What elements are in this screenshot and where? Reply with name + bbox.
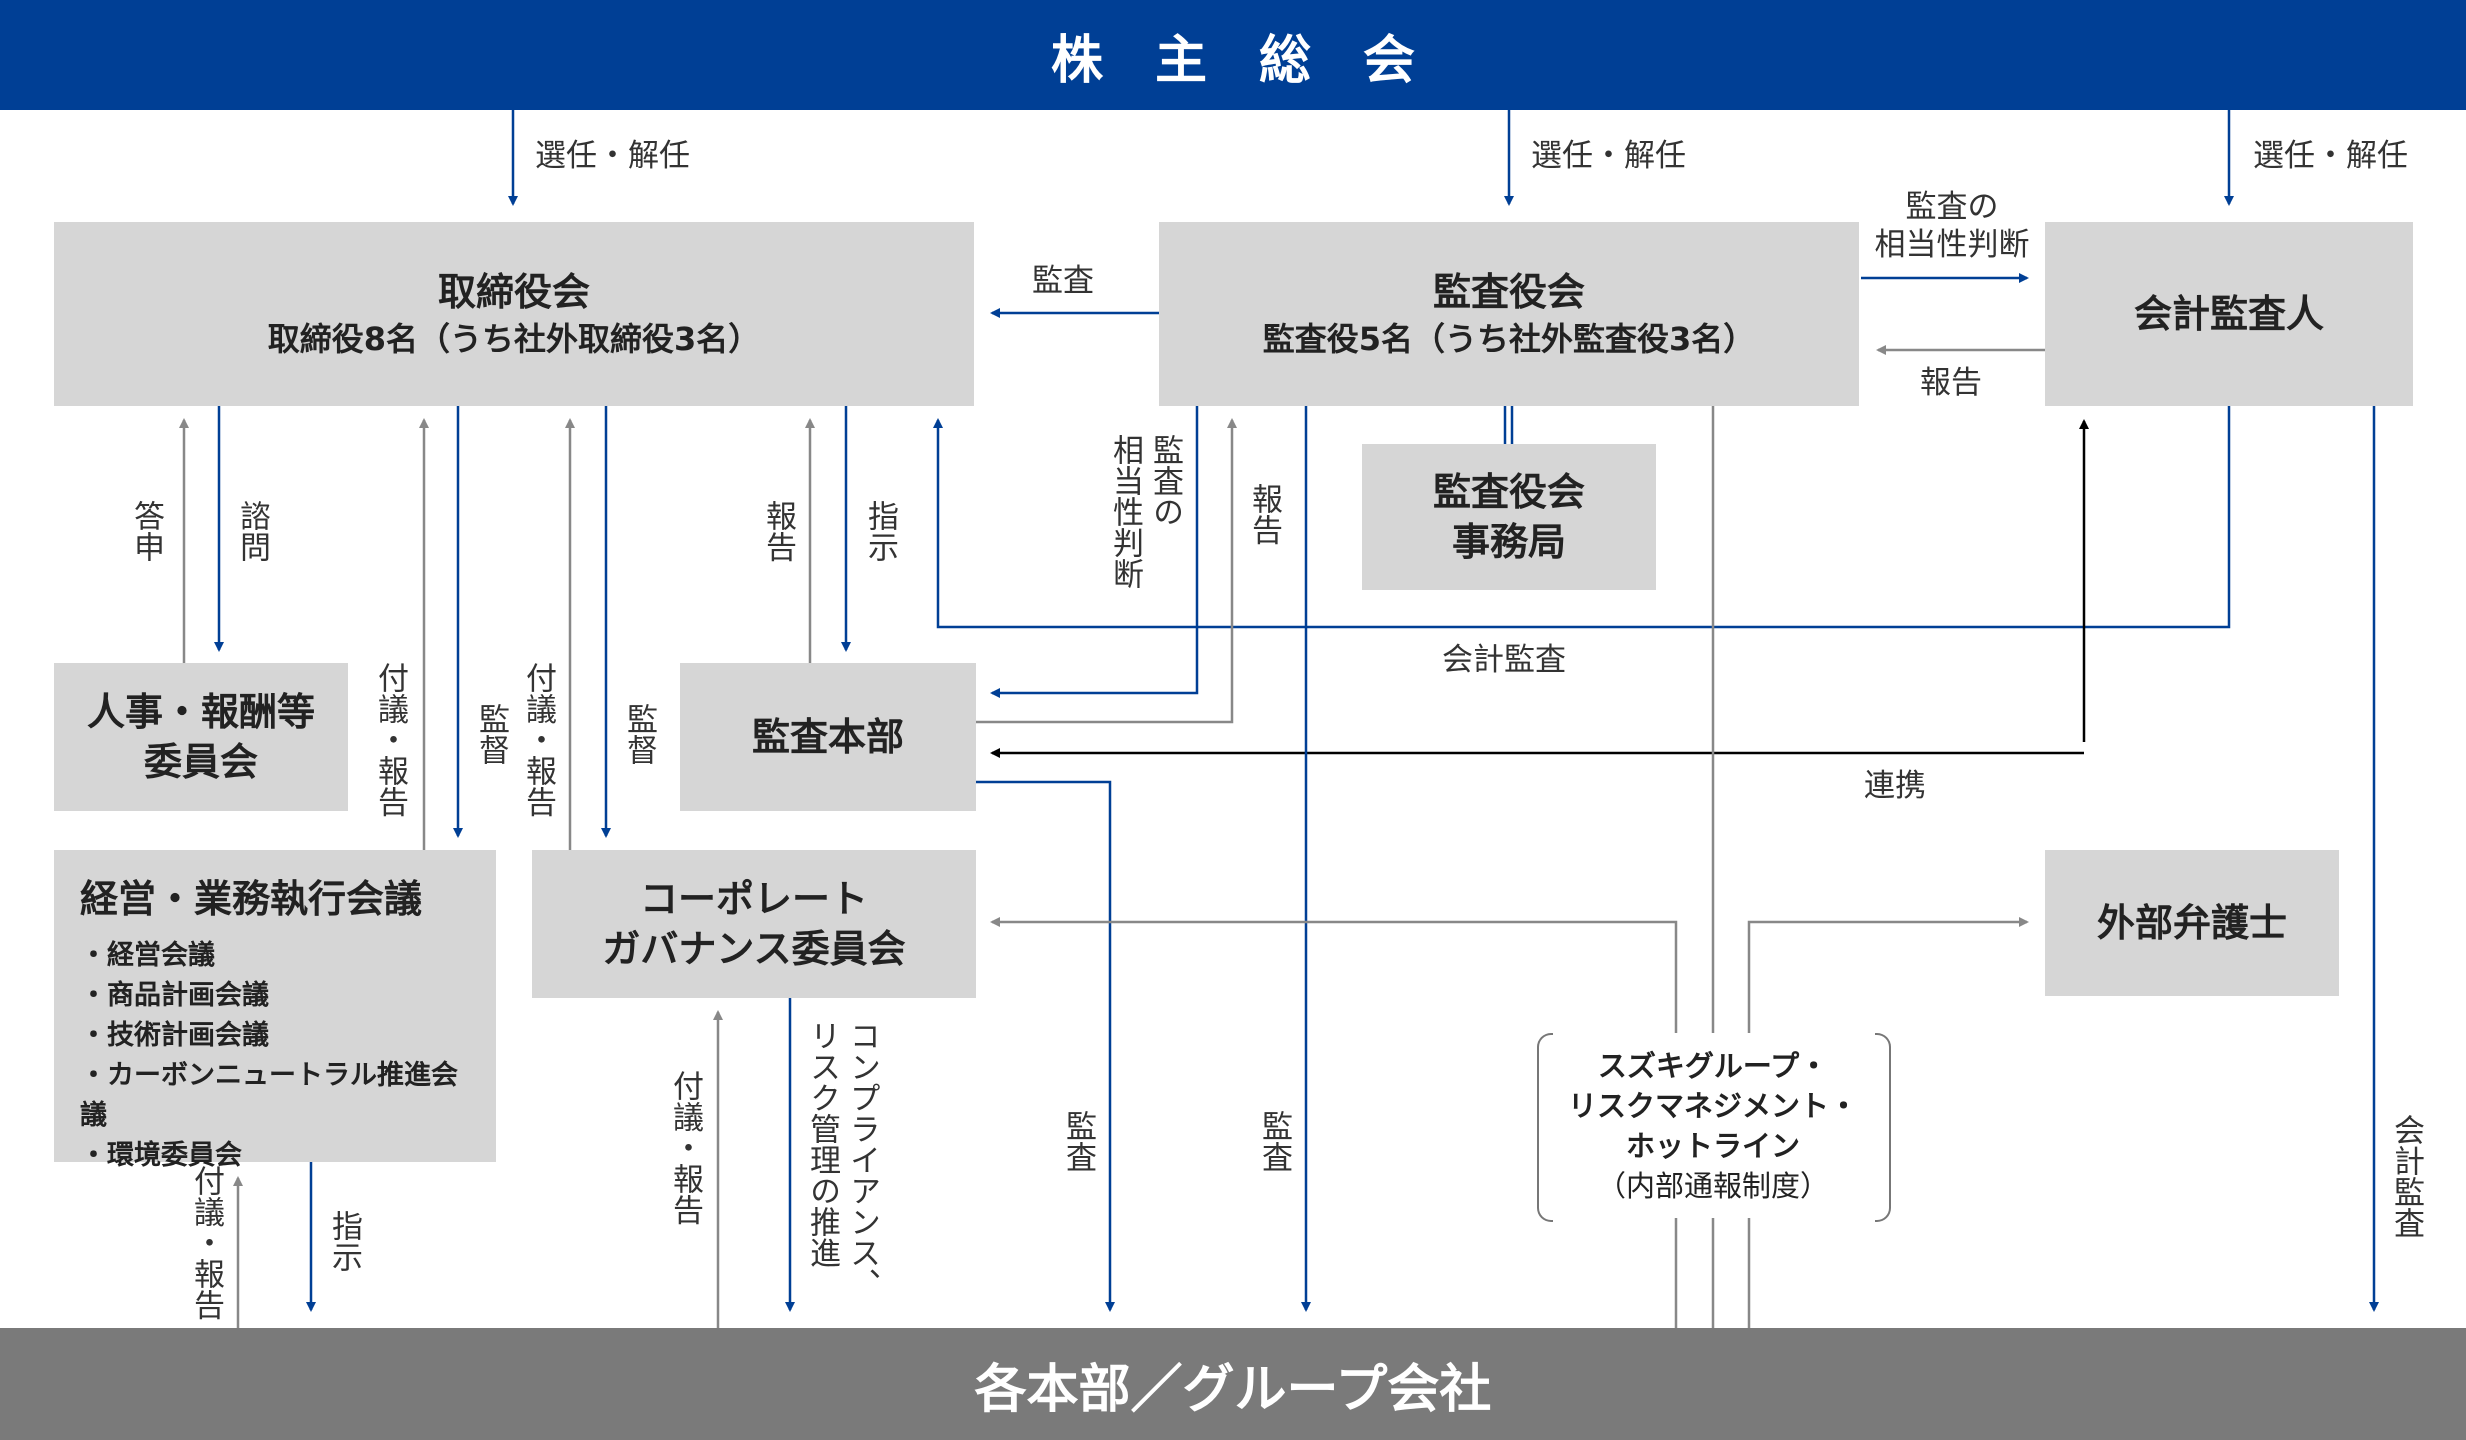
gov-propose-report-label: 付議・報告 [520,662,556,817]
governance-committee-line2: ガバナンス委員会 [602,927,906,971]
cooperation-label: 連携 [1864,768,1926,804]
report-to-audit-board-label: 報告 [1246,483,1282,545]
audit-to-board-label: 監査 [1032,263,1094,299]
appropriateness-judgment-v-label: 監査の 相当性判断 [1107,434,1183,589]
mgmt-supervise-label: 監督 [473,703,509,765]
hr-committee-line1: 人事・報酬等 [86,690,315,734]
audit-board-subtitle: 監査役5名（うち社外監査役3名） [1262,320,1756,358]
report-accountant-label: 報告 [1920,365,1982,401]
audit-board-down-label: 監査 [1256,1110,1292,1172]
accounting-auditor-box: 会計監査人 [2045,222,2413,406]
accounting-auditor-title: 会計監査人 [2133,292,2324,336]
audit-board-title: 監査役会 [1432,270,1585,314]
management-meeting-title: 経営・業務執行会議 [80,877,423,921]
accounting-audit-v-label: 会計監査 [2388,1114,2424,1238]
governance-committee-line1: コーポレート [639,877,868,921]
elect-dismiss-audit-label: 選任・解任 [1531,138,1686,174]
accounting-audit-label: 会計監査 [1442,642,1566,678]
hr-committee-line2: 委員会 [143,740,258,784]
external-lawyer-box: 外部弁護士 [2045,850,2339,996]
hr-committee-box: 人事・報酬等 委員会 [54,663,348,811]
shareholders-meeting-bar: 株 主 総 会 [0,0,2466,110]
hotline-line3: ホットライン [1625,1128,1800,1163]
list-item: ・カーボンニュートラル推進会議 [80,1060,458,1131]
list-item: ・経営会議 [80,940,215,971]
hotline-box: スズキグループ・ リスクマネジメント・ ホットライン （内部通報制度） [1537,1033,1889,1218]
governance-committee-box: コーポレート ガバナンス委員会 [532,850,976,998]
hotline-line4: （内部通報制度） [1596,1168,1829,1203]
external-lawyer-title: 外部弁護士 [2096,901,2287,945]
hotline-bracket-right [1875,1033,1891,1222]
audit-board-office-box: 監査役会 事務局 [1362,444,1656,590]
list-item: ・商品計画会議 [80,980,269,1011]
internal-audit-box: 監査本部 [680,663,976,811]
audit-judgment-line [990,406,1199,698]
hotline-line1: スズキグループ・ [1597,1048,1829,1083]
internal-to-audit-report-line [976,418,1237,724]
management-meeting-list: ・経営会議 ・商品計画会議 ・技術計画会議 ・カーボンニュートラル推進会議 ・環… [80,936,470,1176]
divisions-group-bar: 各本部／グループ会社 [0,1328,2466,1440]
board-of-directors-box: 取締役会 取締役8名（うち社外取締役3名） [54,222,974,406]
audit-board-box: 監査役会 監査役5名（うち社外監査役3名） [1159,222,1859,406]
accounting-audit-loop [933,406,2231,629]
answer-label: 答申 [128,500,164,562]
gov-bottom-propose-report-label: 付議・報告 [667,1070,703,1225]
bottom-left-propose-report-label: 付議・報告 [188,1165,224,1320]
elect-dismiss-accountant-label: 選任・解任 [2253,138,2408,174]
bottom-instruct-label: 指示 [326,1210,362,1272]
appropriateness-judgment-label: 監査の 相当性判断 [1874,189,2030,263]
consult-label: 諮問 [234,500,270,562]
hotline-bracket-left [1537,1033,1553,1222]
board-subtitle: 取締役8名（うち社外取締役3名） [267,320,761,358]
mgmt-propose-report-label: 付議・報告 [372,662,408,817]
gov-supervise-label: 監督 [621,703,657,765]
internal-audit-down-label: 監査 [1060,1110,1096,1172]
internal-audit-down-line [976,780,1115,1312]
hotline-line2: リスクマネジメント・ [1567,1088,1858,1123]
internal-instruct-label: 指示 [862,500,898,562]
audit-board-office-line1: 監査役会 [1432,470,1585,514]
compliance-promotion-label: コンプライアンス、 リスク管理の推進 [804,1020,880,1299]
internal-report-label: 報告 [760,500,796,562]
elect-dismiss-board-label: 選任・解任 [535,138,690,174]
list-item: ・技術計画会議 [80,1020,269,1051]
board-title: 取締役会 [437,270,590,314]
internal-audit-title: 監査本部 [751,715,904,759]
audit-board-office-line2: 事務局 [1451,520,1566,564]
list-item: ・環境委員会 [80,1140,242,1171]
management-meeting-box: 経営・業務執行会議 ・経営会議 ・商品計画会議 ・技術計画会議 ・カーボンニュー… [54,850,496,1171]
